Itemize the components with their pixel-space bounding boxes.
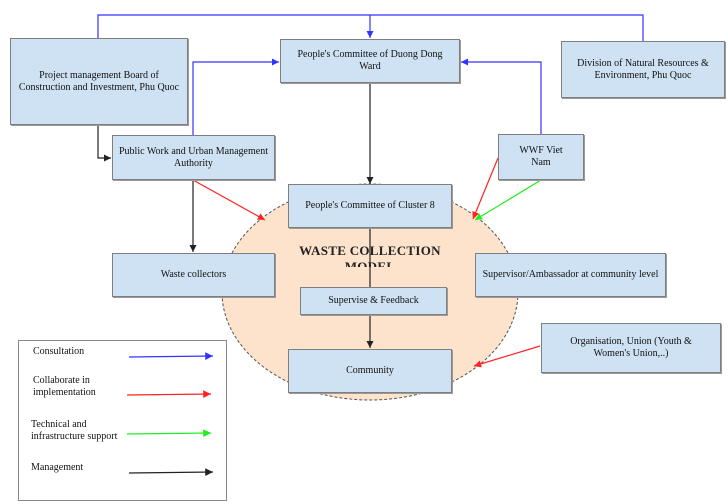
node-waste-collectors[interactable]: Waste collectors <box>112 253 275 297</box>
node-public-work[interactable]: Public Work and Urban Management Authori… <box>112 135 275 180</box>
legend-technical-arrow <box>126 429 212 437</box>
collab-organisation-model <box>473 345 541 368</box>
model-title: WASTE COLLECTION MODEL <box>299 243 441 267</box>
legend: Consultation Collaborate in implementati… <box>18 340 227 501</box>
legend-collaborate-label: Collaborate in implementation <box>33 375 96 398</box>
node-wwf[interactable]: WWF Viet Nam <box>498 134 584 180</box>
legend-arrows <box>126 352 214 476</box>
legend-collaborate-arrow <box>126 390 212 398</box>
manage-pmb-publicwork <box>97 124 111 162</box>
node-peoples-committee-cluster[interactable]: People's Committee of Cluster 8 <box>288 184 452 228</box>
node-project-management-board[interactable]: Project management Board of Construction… <box>10 38 188 125</box>
legend-management-label: Management <box>31 462 84 473</box>
legend-management-arrow <box>128 468 214 476</box>
consult-wwf-ward <box>461 58 542 134</box>
node-supervise-feedback[interactable]: Supervise & Feedback <box>300 287 447 315</box>
legend-consultation-arrow <box>128 352 214 360</box>
node-organisation-union[interactable]: Organisation, Union (Youth & Women's Uni… <box>541 323 721 373</box>
consult-publicwork-ward <box>192 58 279 135</box>
node-peoples-committee-ward[interactable]: People's Committee of Duong Dong Ward <box>280 39 460 83</box>
node-supervisor-ambassador[interactable]: Supervisor/Ambassador at community level <box>475 253 666 297</box>
node-division-natural-resources[interactable]: Division of Natural Resources & Environm… <box>561 41 725 98</box>
collab-publicwork-model <box>192 179 266 221</box>
collab-wwf-model <box>472 157 499 220</box>
legend-technical-label: Technical and infrastructure support <box>31 419 118 442</box>
legend-consultation-label: Consultation <box>33 346 85 357</box>
tech-wwf-model <box>474 179 542 221</box>
node-community[interactable]: Community <box>288 349 452 393</box>
